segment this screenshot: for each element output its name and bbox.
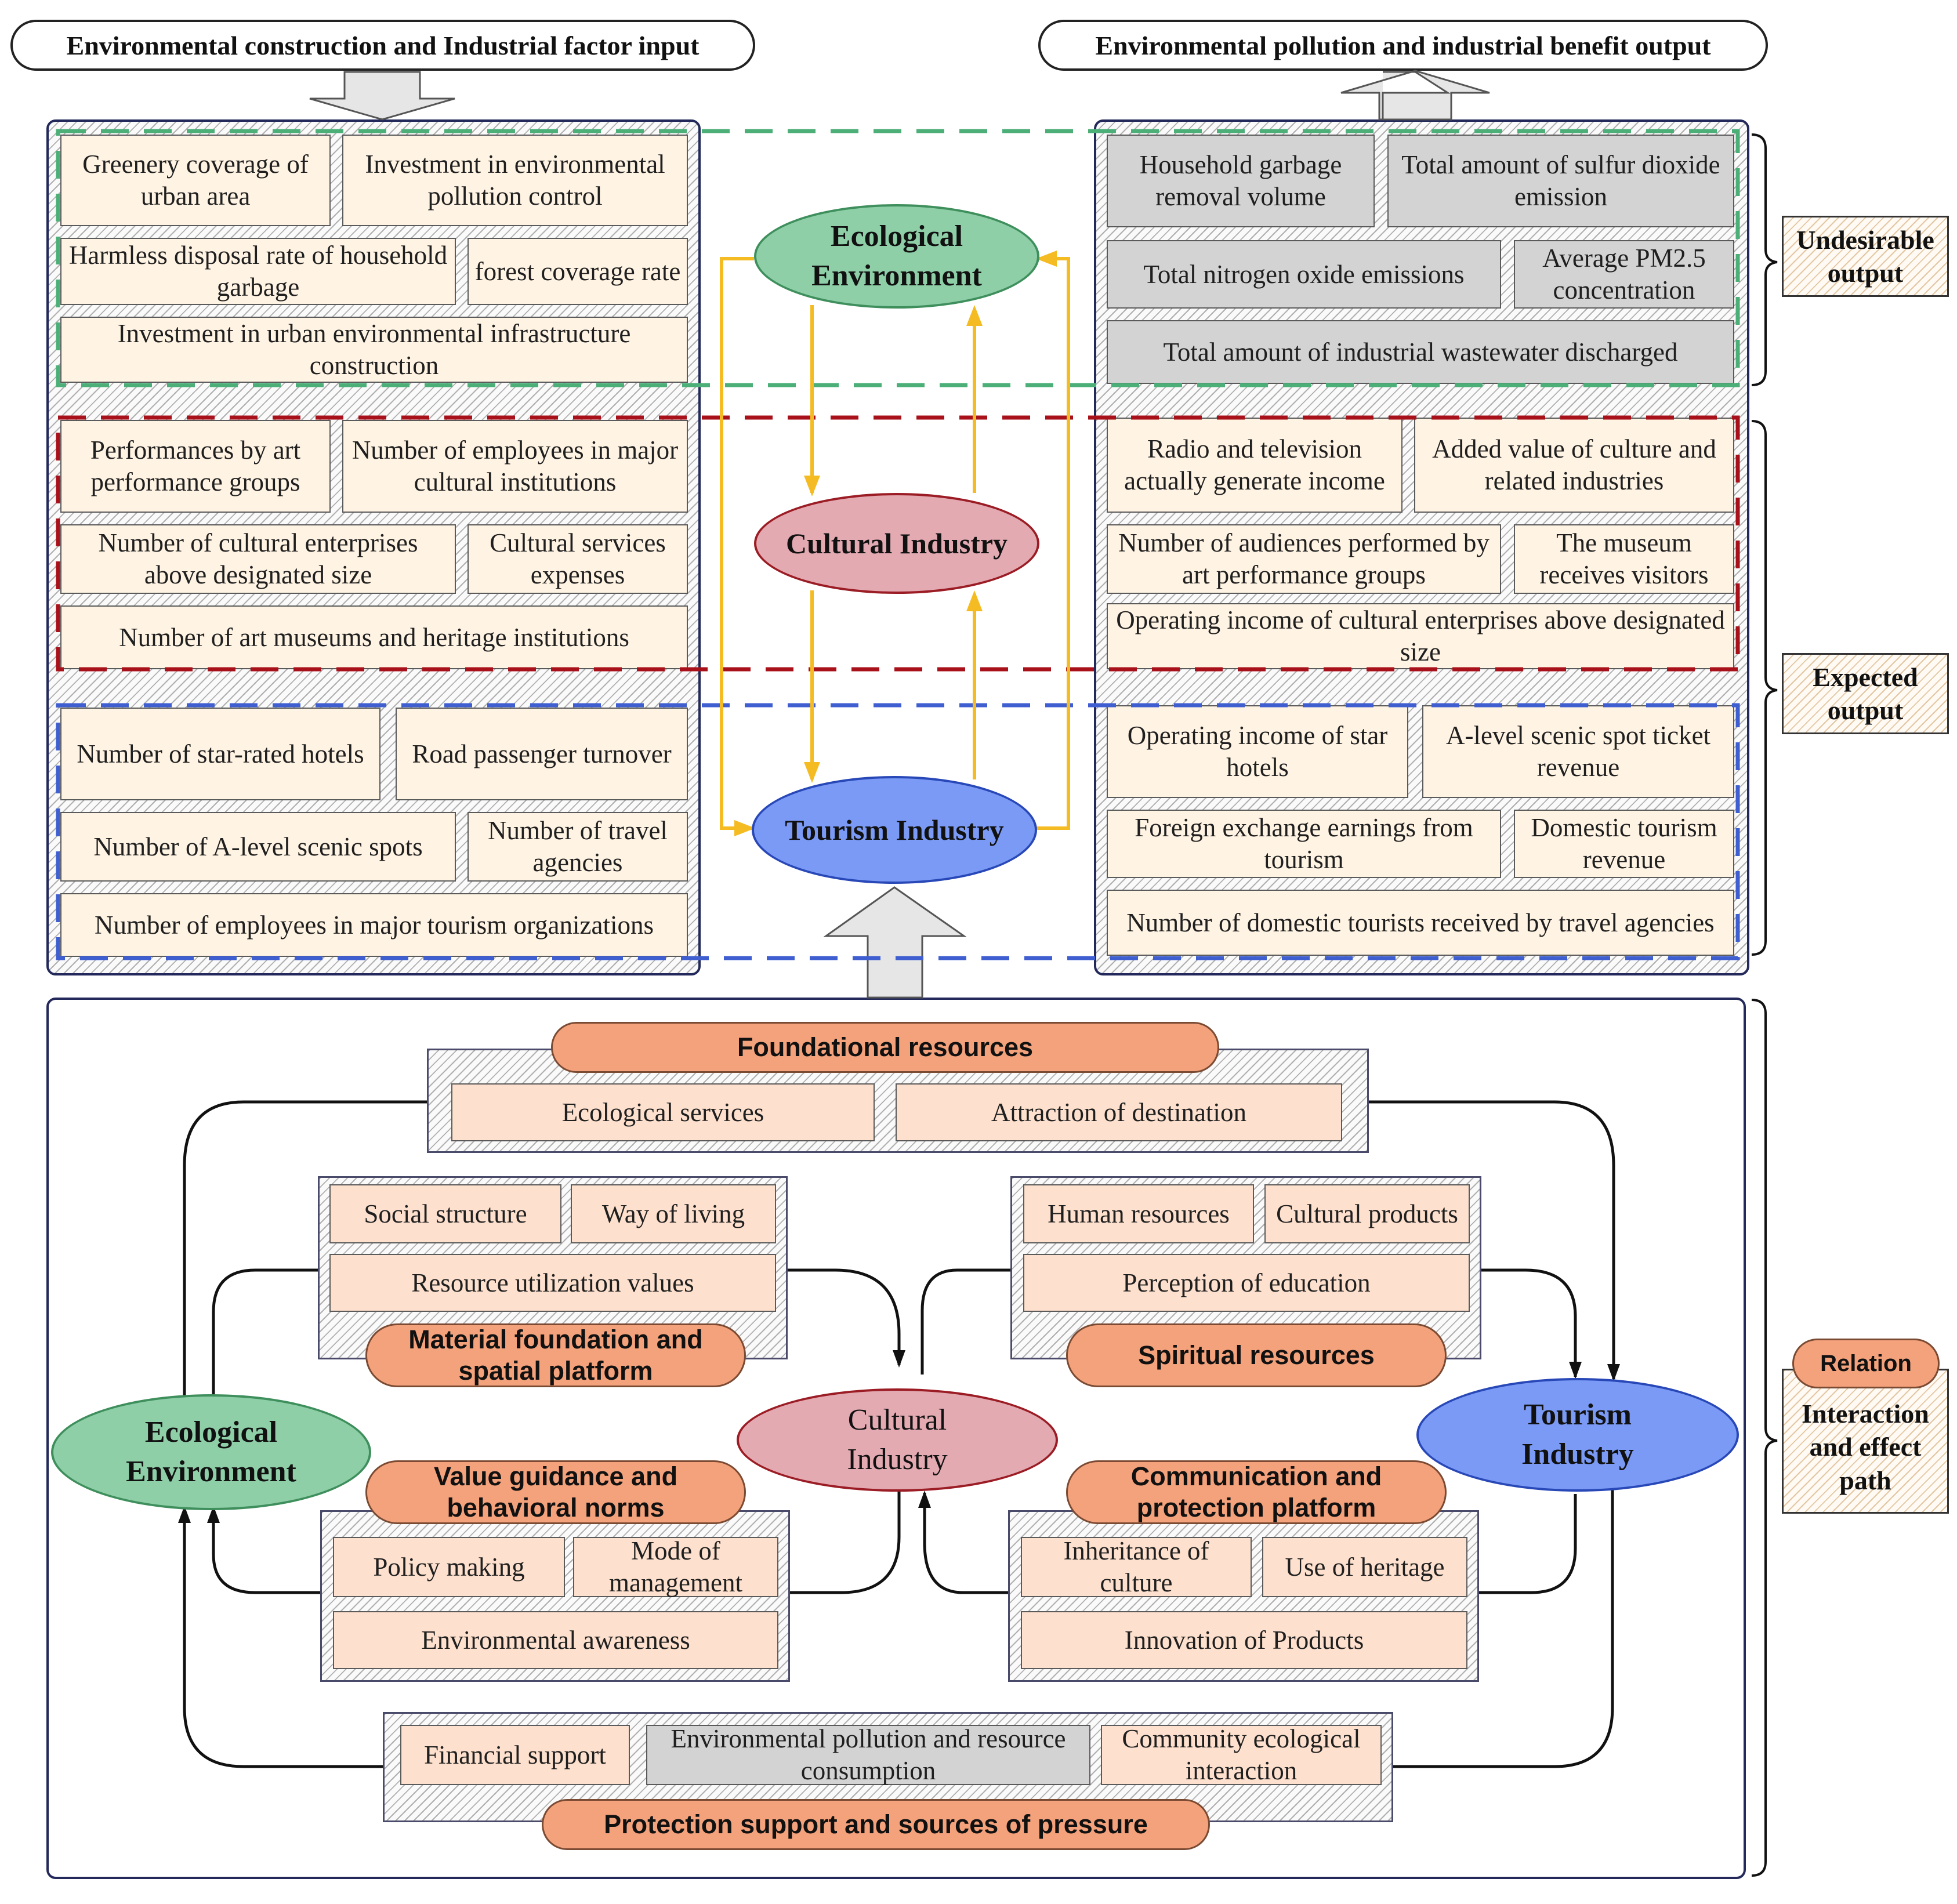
spiritual-title: Spiritual resources	[1066, 1323, 1447, 1387]
connector-communication-left	[918, 1490, 1008, 1594]
input-tourism-cell: Number of travel agencies	[467, 812, 688, 882]
material-title: Material foundation and spatial platform	[365, 1323, 746, 1387]
input-ecological-cell: Greenery coverage of urban area	[60, 135, 331, 226]
connector-value-right	[790, 1489, 901, 1594]
bottom-ecological-node: Ecological Environment	[51, 1394, 371, 1510]
value-item: Mode of management	[573, 1536, 778, 1597]
connector-spiritual-right	[1481, 1268, 1582, 1379]
input-cultural-cell: Cultural services expenses	[467, 524, 688, 594]
brace-interaction	[1751, 999, 1778, 1877]
output-ecological-cell: Household garbage removal volume	[1107, 135, 1375, 227]
undesirable-output-label: Undesirable output	[1782, 216, 1949, 297]
input-ecological-cell: Investment in urban environmental infras…	[60, 317, 688, 383]
spiritual-item: Cultural products	[1264, 1184, 1470, 1243]
connector-foundational-right	[1369, 1100, 1620, 1381]
communication-item: Inheritance of culture	[1021, 1536, 1252, 1597]
input-cultural-cell: Performances by art performance groups	[60, 420, 331, 513]
connector-value-left	[207, 1506, 320, 1594]
bottom-up-arrow	[823, 886, 967, 999]
input-cultural-cell: Number of art museums and heritage insti…	[60, 605, 688, 669]
input-header: Environmental construction and Industria…	[10, 20, 755, 71]
connector-foundational-left	[183, 1100, 427, 1397]
connector-protection-left	[178, 1506, 383, 1768]
foundational-title: Foundational resources	[551, 1022, 1219, 1073]
input-tourism-cell: Number of star-rated hotels	[60, 708, 380, 800]
bottom-tourism-node: Tourism Industry	[1416, 1378, 1739, 1492]
input-cultural-cell: Number of employees in major cultural in…	[342, 420, 688, 513]
input-down-arrow	[309, 71, 455, 121]
foundational-item: Ecological services	[451, 1083, 875, 1141]
tourism-dashed-frame	[56, 703, 1740, 960]
flow-tourism-right-to-eco	[1036, 251, 1070, 830]
output-ecological-cell: Average PM2.5 concentration	[1514, 240, 1734, 309]
output-cultural-cell: Added value of culture and related indus…	[1414, 418, 1734, 513]
protection-item: Environmental pollution and resource con…	[646, 1724, 1090, 1785]
interaction-effect-label: Interaction and effect path	[1782, 1369, 1949, 1514]
output-tourism-cell: A-level scenic spot ticket revenue	[1422, 705, 1734, 798]
protection-title: Protection support and sources of pressu…	[542, 1799, 1210, 1850]
connector-material-left	[212, 1268, 318, 1397]
connector-material-right	[788, 1268, 905, 1368]
output-cultural-cell: Number of audiences performed by art per…	[1107, 524, 1501, 594]
output-header: Environmental pollution and industrial b…	[1038, 20, 1768, 71]
material-item: Resource utilization values	[329, 1254, 776, 1312]
foundational-item: Attraction of destination	[896, 1083, 1342, 1141]
spiritual-item: Human resources	[1023, 1184, 1254, 1243]
input-cultural-cell: Number of cultural enterprises above des…	[60, 524, 456, 594]
connector-spiritual-left	[920, 1268, 1010, 1374]
communication-title: Communication and protection platform	[1066, 1460, 1447, 1524]
output-up-arrow	[1340, 70, 1490, 121]
value-item: Policy making	[333, 1537, 565, 1597]
input-ecological-cell: Harmless disposal rate of household garb…	[60, 238, 456, 305]
center-ecological-node: Ecological Environment	[754, 204, 1039, 309]
input-ecological-cell: forest coverage rate	[467, 238, 688, 305]
cultural-dashed-frame	[56, 415, 1740, 672]
output-cultural-cell: Radio and television actually generate i…	[1107, 418, 1402, 513]
ecological-dashed-frame	[56, 129, 1740, 387]
communication-item: Innovation of Products	[1021, 1611, 1467, 1669]
input-tourism-cell: Number of employees in major tourism org…	[60, 893, 688, 957]
value-title: Value guidance and behavioral norms	[365, 1460, 746, 1524]
value-item: Environmental awareness	[333, 1611, 778, 1669]
input-ecological-cell: Investment in environmental pollution co…	[342, 135, 688, 226]
flow-eco-left-to-tourism	[720, 257, 755, 836]
connector-protection-right	[1393, 1489, 1614, 1768]
bottom-cultural-node: Cultural Industry	[737, 1388, 1058, 1492]
output-ecological-cell: Total amount of sulfur dioxide emission	[1387, 135, 1734, 227]
brace-expected	[1751, 420, 1778, 956]
center-tourism-node: Tourism Industry	[752, 776, 1037, 884]
protection-item: Community ecological interaction	[1101, 1724, 1382, 1785]
spiritual-item: Perception of education	[1023, 1254, 1470, 1312]
output-tourism-cell: Operating income of star hotels	[1107, 705, 1408, 798]
center-cultural-node: Cultural Industry	[754, 493, 1039, 594]
output-tourism-cell: Domestic tourism revenue	[1514, 810, 1734, 878]
input-tourism-cell: Number of A-level scenic spots	[60, 812, 456, 882]
connector-communication-right	[1479, 1494, 1577, 1594]
brace-undesirable	[1751, 133, 1778, 386]
output-ecological-cell: Total nitrogen oxide emissions	[1107, 240, 1501, 309]
output-cultural-cell: The museum receives visitors	[1514, 524, 1734, 594]
communication-item: Use of heritage	[1262, 1537, 1467, 1597]
material-item: Way of living	[571, 1184, 776, 1243]
material-item: Social structure	[329, 1184, 561, 1243]
output-ecological-cell: Total amount of industrial wastewater di…	[1107, 320, 1734, 384]
output-tourism-cell: Number of domestic tourists received by …	[1107, 890, 1734, 956]
protection-item: Financial support	[400, 1725, 630, 1785]
input-tourism-cell: Road passenger turnover	[396, 708, 688, 800]
output-tourism-cell: Foreign exchange earnings from tourism	[1107, 810, 1501, 878]
expected-output-label: Expected output	[1782, 653, 1949, 734]
relation-label: Relation	[1792, 1339, 1940, 1388]
